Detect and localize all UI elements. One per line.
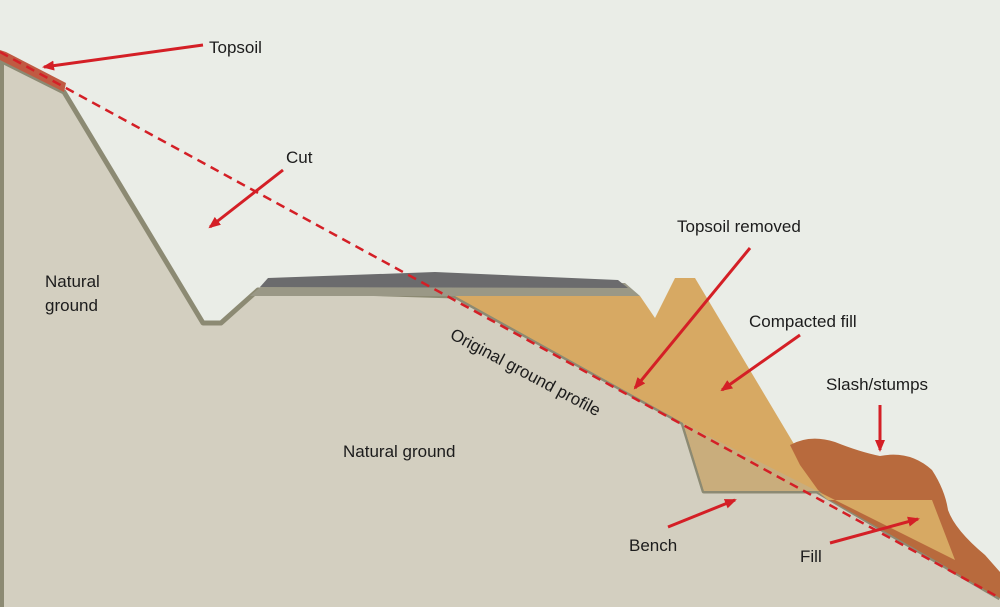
bench-label: Bench [629,536,677,555]
natural-ground-left-line1: Natural [45,272,100,291]
compacted-fill-label: Compacted fill [749,312,857,331]
topsoil-label: Topsoil [209,38,262,57]
fill-arrow [829,516,920,545]
original-ground-profile-line [0,50,1000,600]
fill-label: Fill [800,547,822,566]
natural-ground-left-label: Natural ground [45,272,105,315]
topsoil-removed-arrow [633,247,752,390]
cut-label: Cut [286,148,313,167]
compacted-fill-arrow [720,333,801,392]
topsoil-arrow [42,43,204,71]
road-surface-layer [260,272,628,288]
fill-area [817,491,955,560]
bench-arrow [667,498,737,529]
bench-fill-area [683,423,817,491]
topsoil-removed-label: Topsoil removed [677,217,801,236]
natural-ground-left-line2: ground [45,296,98,315]
natural-ground-area [0,52,1000,607]
cut-arrow [208,168,284,229]
natural-ground-center-label: Natural ground [343,442,455,461]
slash-stumps-label: Slash/stumps [826,375,928,394]
